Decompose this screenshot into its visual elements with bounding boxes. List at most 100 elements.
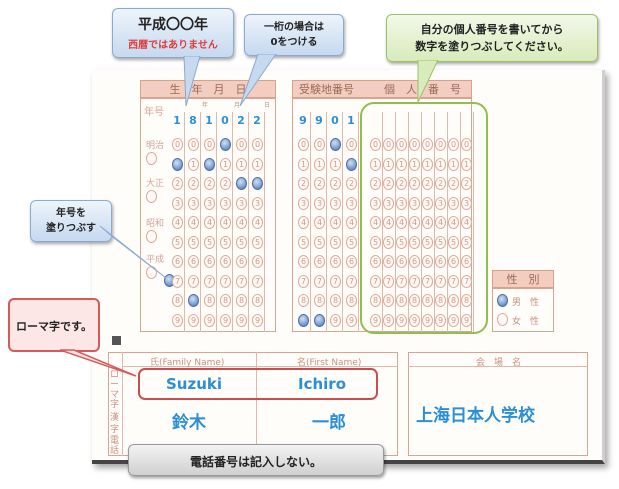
digit-bubble[interactable]: 8 — [396, 294, 407, 307]
digit-bubble[interactable]: 2 — [188, 177, 199, 190]
era-bubble[interactable] — [146, 152, 157, 165]
digit-bubble[interactable]: 3 — [188, 196, 199, 210]
digit-bubble[interactable]: 0 — [435, 138, 446, 151]
digit-bubble[interactable]: 7 — [298, 274, 309, 288]
digit-bubble[interactable]: 2 — [422, 177, 433, 190]
era-bubble[interactable] — [146, 190, 157, 203]
digit-bubble[interactable]: 8 — [298, 294, 309, 307]
digit-bubble[interactable]: 3 — [409, 196, 420, 210]
venue-name[interactable]: 上海日本人学校 — [416, 406, 535, 426]
digit-bubble[interactable]: 6 — [396, 255, 407, 268]
digit-bubble[interactable] — [330, 138, 341, 151]
digit-bubble[interactable]: 8 — [370, 294, 381, 307]
digit-bubble[interactable]: 8 — [448, 294, 459, 307]
digit-bubble[interactable]: 4 — [172, 216, 183, 229]
digit-bubble[interactable]: 7 — [435, 274, 446, 288]
digit-bubble[interactable]: 5 — [409, 235, 420, 249]
digit-bubble[interactable]: 5 — [396, 235, 407, 249]
digit-bubble[interactable]: 0 — [252, 138, 263, 151]
digit-bubble[interactable]: 7 — [252, 274, 263, 288]
digit-bubble[interactable]: 1 — [383, 157, 394, 171]
digit-bubble[interactable]: 3 — [346, 196, 357, 210]
digit-bubble[interactable]: 0 — [409, 138, 420, 151]
digit-bubble[interactable]: 6 — [330, 255, 341, 268]
digit-bubble[interactable]: 2 — [461, 177, 472, 190]
digit-bubble[interactable]: 1 — [236, 157, 247, 171]
digit-bubble[interactable]: 1 — [220, 157, 231, 171]
digit-bubble[interactable]: 4 — [330, 216, 341, 229]
digit-bubble[interactable]: 2 — [314, 177, 325, 190]
digit-bubble[interactable]: 6 — [298, 255, 309, 268]
digit-bubble[interactable]: 8 — [346, 294, 357, 307]
digit-bubble[interactable]: 2 — [204, 177, 215, 190]
digit-bubble[interactable]: 5 — [448, 235, 459, 249]
digit-bubble[interactable]: 7 — [330, 274, 341, 288]
digit-bubble[interactable]: 6 — [252, 255, 263, 268]
digit-bubble[interactable]: 9 — [396, 313, 407, 327]
digit-bubble[interactable]: 3 — [396, 196, 407, 210]
digit-bubble[interactable]: 8 — [383, 294, 394, 307]
digit-bubble[interactable]: 5 — [188, 235, 199, 249]
digit-bubble[interactable]: 5 — [172, 235, 183, 249]
digit-bubble[interactable]: 6 — [188, 255, 199, 268]
digit-bubble[interactable] — [298, 313, 309, 327]
digit-bubble[interactable]: 3 — [314, 196, 325, 210]
digit-bubble[interactable]: 8 — [172, 294, 183, 307]
digit-bubble[interactable]: 9 — [435, 313, 446, 327]
digit-bubble[interactable]: 7 — [461, 274, 472, 288]
digit-bubble[interactable]: 5 — [236, 235, 247, 249]
digit-bubble[interactable]: 3 — [220, 196, 231, 210]
digit-bubble[interactable]: 7 — [409, 274, 420, 288]
digit-bubble[interactable]: 5 — [204, 235, 215, 249]
digit-bubble[interactable]: 5 — [298, 235, 309, 249]
digit-bubble[interactable]: 7 — [396, 274, 407, 288]
digit-bubble[interactable]: 0 — [383, 138, 394, 151]
digit-bubble[interactable]: 5 — [461, 235, 472, 249]
digit-bubble[interactable]: 7 — [314, 274, 325, 288]
digit-bubble[interactable]: 1 — [435, 157, 446, 171]
digit-bubble[interactable]: 6 — [435, 255, 446, 268]
digit-bubble[interactable]: 4 — [188, 216, 199, 229]
digit-bubble[interactable] — [172, 157, 183, 171]
digit-bubble[interactable]: 9 — [220, 313, 231, 327]
digit-bubble[interactable]: 6 — [383, 255, 394, 268]
digit-bubble[interactable]: 9 — [330, 313, 341, 327]
digit-bubble[interactable]: 6 — [236, 255, 247, 268]
digit-bubble[interactable]: 7 — [448, 274, 459, 288]
family-name-kanji[interactable]: 鈴木 — [172, 413, 206, 433]
first-name-romaji[interactable]: Ichiro — [298, 375, 346, 393]
digit-bubble[interactable]: 7 — [220, 274, 231, 288]
digit-bubble[interactable]: 2 — [370, 177, 381, 190]
digit-bubble[interactable]: 2 — [330, 177, 341, 190]
digit-bubble[interactable]: 0 — [461, 138, 472, 151]
digit-bubble[interactable]: 9 — [252, 313, 263, 327]
family-name-romaji[interactable]: Suzuki — [166, 375, 223, 393]
digit-bubble[interactable]: 3 — [448, 196, 459, 210]
digit-bubble[interactable]: 3 — [461, 196, 472, 210]
digit-bubble[interactable]: 4 — [314, 216, 325, 229]
digit-bubble[interactable]: 7 — [383, 274, 394, 288]
digit-bubble[interactable]: 7 — [422, 274, 433, 288]
digit-bubble[interactable]: 8 — [220, 294, 231, 307]
digit-bubble[interactable]: 5 — [370, 235, 381, 249]
digit-bubble[interactable]: 2 — [220, 177, 231, 190]
digit-bubble[interactable] — [346, 157, 357, 171]
digit-bubble[interactable]: 4 — [435, 216, 446, 229]
digit-bubble[interactable]: 1 — [461, 157, 472, 171]
digit-bubble[interactable]: 1 — [370, 157, 381, 171]
digit-bubble[interactable]: 4 — [422, 216, 433, 229]
digit-bubble[interactable]: 9 — [422, 313, 433, 327]
digit-bubble[interactable]: 8 — [461, 294, 472, 307]
digit-bubble[interactable]: 4 — [346, 216, 357, 229]
digit-bubble[interactable]: 9 — [383, 313, 394, 327]
digit-bubble[interactable]: 2 — [448, 177, 459, 190]
digit-bubble[interactable]: 8 — [236, 294, 247, 307]
digit-bubble[interactable]: 0 — [448, 138, 459, 151]
digit-bubble[interactable]: 0 — [172, 138, 183, 151]
digit-bubble[interactable]: 1 — [396, 157, 407, 171]
digit-bubble[interactable] — [220, 138, 231, 151]
digit-bubble[interactable]: 6 — [314, 255, 325, 268]
digit-bubble[interactable] — [204, 157, 215, 171]
digit-bubble[interactable]: 0 — [314, 138, 325, 151]
digit-bubble[interactable]: 5 — [346, 235, 357, 249]
